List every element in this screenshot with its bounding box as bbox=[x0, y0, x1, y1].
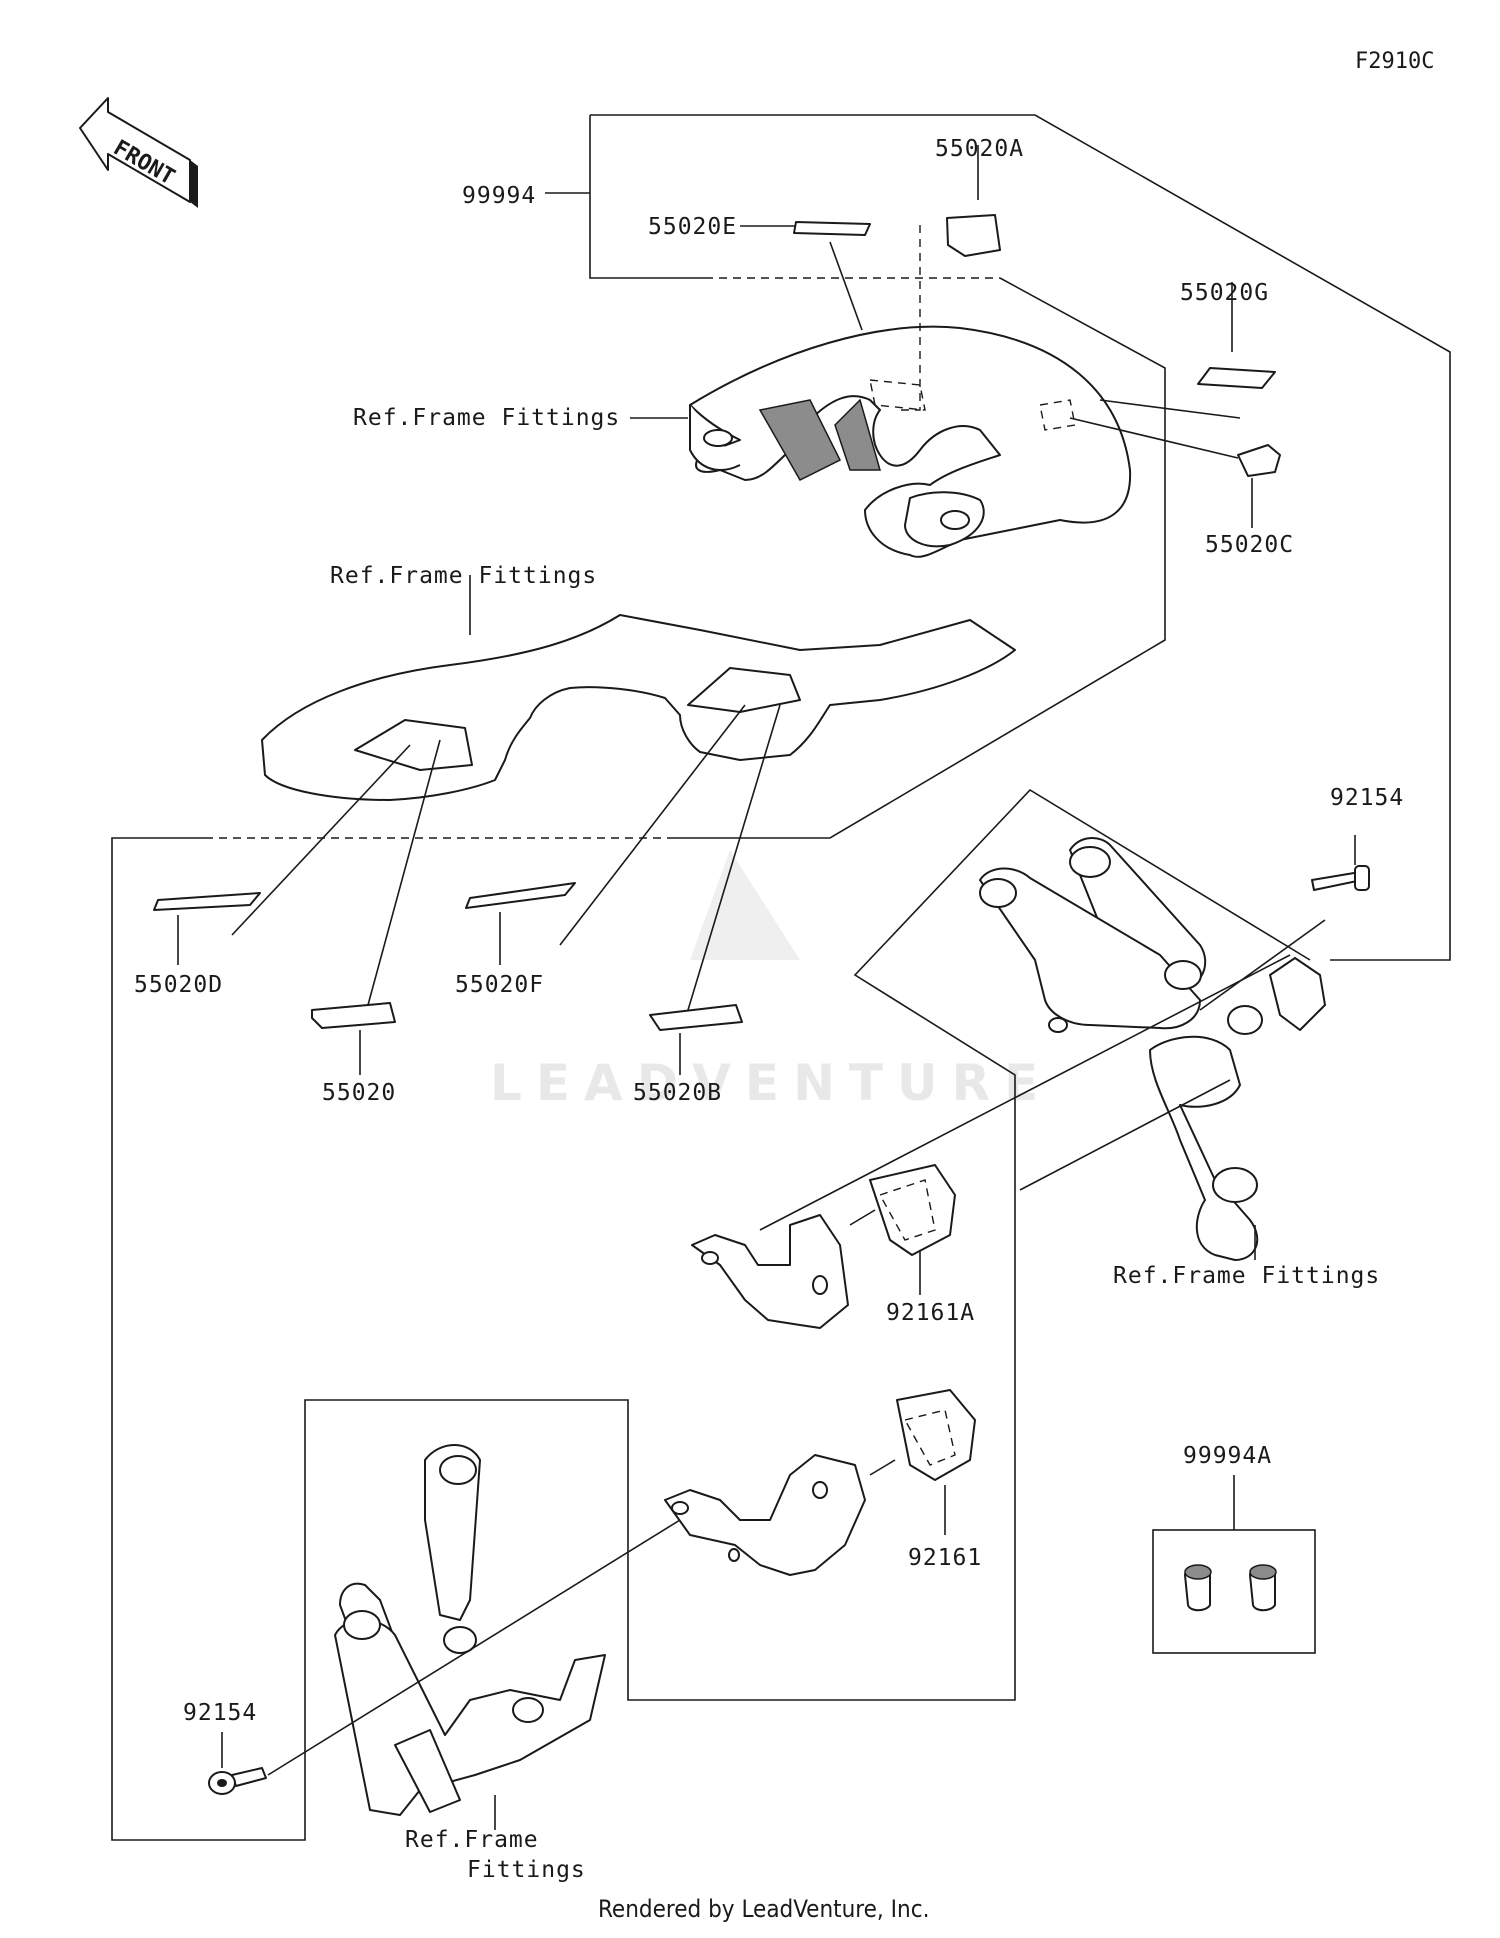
leader-lines bbox=[759, 919, 1326, 1231]
decal-55020F: 55020F bbox=[455, 704, 746, 998]
label-55020E: 55020E bbox=[648, 214, 737, 240]
decal-55020: 55020 bbox=[311, 739, 441, 1106]
label-ref-left-line2: Fittings bbox=[467, 1857, 586, 1883]
watermark: LEADVENTURE bbox=[490, 850, 1052, 1112]
watermark-text: LEADVENTURE bbox=[490, 1054, 1052, 1112]
seat-cowl: Ref.Frame Fittings bbox=[261, 563, 1016, 801]
label-55020G: 55020G bbox=[1180, 280, 1269, 306]
label-55020: 55020 bbox=[322, 1080, 396, 1106]
decal-55020E: 55020E bbox=[648, 214, 871, 331]
slider-92161: 92161 bbox=[664, 1389, 982, 1576]
label-55020C: 55020C bbox=[1205, 532, 1294, 558]
label-ref-cowl: Ref.Frame Fittings bbox=[330, 563, 597, 589]
label-99994: 99994 bbox=[462, 183, 536, 209]
footer-credit: Rendered by LeadVenture, Inc. bbox=[598, 1895, 929, 1923]
label-92161: 92161 bbox=[908, 1545, 982, 1571]
label-55020B: 55020B bbox=[633, 1080, 722, 1106]
decal-55020C: 55020C bbox=[1069, 417, 1294, 558]
decal-55020A: 55020A bbox=[900, 136, 1024, 411]
decal-55020B: 55020B bbox=[633, 704, 781, 1106]
label-92161A: 92161A bbox=[886, 1300, 975, 1326]
diagram-id: F2910C bbox=[1355, 49, 1434, 74]
front-arrow-icon: FRONT bbox=[79, 97, 198, 208]
bolt-92154-left: 92154 bbox=[183, 1519, 681, 1795]
ref-upper: Ref.Frame Fittings bbox=[353, 405, 688, 431]
label-55020D: 55020D bbox=[134, 972, 223, 998]
kit-99994-outline bbox=[111, 114, 1451, 1841]
label-55020F: 55020F bbox=[455, 972, 544, 998]
label-ref-right: Ref.Frame Fittings bbox=[1113, 1263, 1380, 1289]
label-92154-right: 92154 bbox=[1330, 785, 1404, 811]
label-ref-upper: Ref.Frame Fittings bbox=[353, 405, 620, 431]
decal-55020D: 55020D bbox=[134, 744, 411, 998]
grommet-icon bbox=[1184, 1564, 1212, 1612]
label-55020A: 55020A bbox=[935, 136, 1024, 162]
label-99994A: 99994A bbox=[1183, 1443, 1272, 1469]
right-frame-fitting: Ref.Frame Fittings bbox=[979, 837, 1380, 1289]
upper-rear-fitting bbox=[689, 325, 1132, 558]
kit-99994A: 99994A bbox=[1152, 1443, 1316, 1654]
bolt-92154-right: 92154 bbox=[1311, 785, 1404, 891]
slider-92161A: 92161A bbox=[691, 1164, 975, 1329]
left-frame-fitting: Ref.Frame Fittings bbox=[334, 1444, 606, 1883]
grommet-icon bbox=[1249, 1564, 1277, 1612]
label-ref-left-line1: Ref.Frame bbox=[405, 1827, 539, 1853]
decal-55020G: 55020G bbox=[1099, 280, 1276, 419]
label-92154-left: 92154 bbox=[183, 1700, 257, 1726]
